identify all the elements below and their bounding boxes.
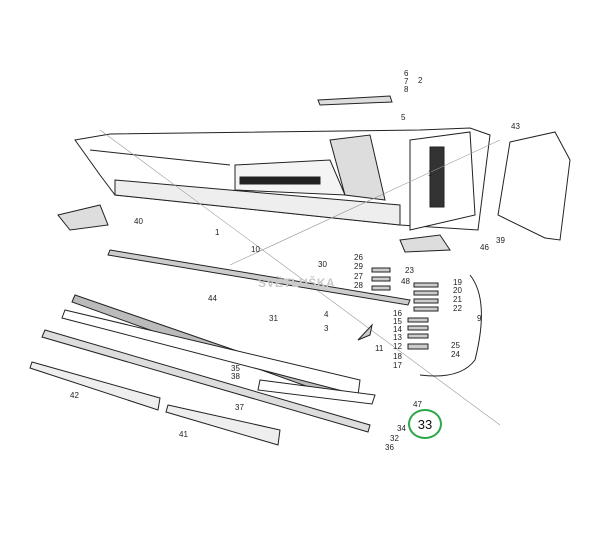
part-label: 7 <box>404 77 409 86</box>
lower-strip <box>41 329 371 433</box>
header-frame <box>74 127 501 426</box>
part-label: 5 <box>401 113 406 122</box>
part-label: 6 <box>404 69 409 78</box>
highlight-label: 33 <box>417 416 433 432</box>
highlighted-part-33[interactable]: 33 <box>408 409 442 439</box>
left-divider <box>57 204 109 231</box>
part-label: 29 <box>354 262 363 271</box>
part-label: 31 <box>269 314 278 323</box>
part-label: 2 <box>418 76 423 85</box>
part-label: 47 <box>413 400 422 409</box>
part-label: 19 <box>453 278 462 287</box>
knife-bar <box>107 249 411 306</box>
part-label: 30 <box>318 260 327 269</box>
part-label: 1 <box>428 169 433 178</box>
part-label: 8 <box>404 85 409 94</box>
part-label: 43 <box>511 122 520 131</box>
right-divider <box>399 234 451 253</box>
part-label: 32 <box>390 434 399 443</box>
part-label: 39 <box>496 236 505 245</box>
part-label: 1 <box>215 228 220 237</box>
part-label: 4 <box>324 310 329 319</box>
part-label: 3 <box>324 324 329 333</box>
part-label: 48 <box>401 277 410 286</box>
small-plates <box>371 267 439 350</box>
watermark: SVĚTLUŠKA <box>258 276 336 290</box>
tube <box>257 379 376 405</box>
part-label: 22 <box>453 304 462 313</box>
part-label: 12 <box>393 342 402 351</box>
part-label: 9 <box>477 314 482 323</box>
part-label: 11 <box>375 344 384 353</box>
part-label: 38 <box>231 372 240 381</box>
part-label: 42 <box>70 391 79 400</box>
part-label: 44 <box>208 294 217 303</box>
top-knife-part <box>317 95 393 106</box>
part-label: 18 <box>393 352 402 361</box>
part-label: 23 <box>405 266 414 275</box>
part-label: 14 <box>393 325 402 334</box>
part-label: 37 <box>235 403 244 412</box>
part-label: 25 <box>451 341 460 350</box>
side-shield <box>497 131 571 241</box>
part-label: 24 <box>451 350 460 359</box>
part-label: 13 <box>393 333 402 342</box>
part-label: 17 <box>393 361 402 370</box>
part-label: 15 <box>393 317 402 326</box>
part-label: 16 <box>393 309 402 318</box>
part-label: 26 <box>354 253 363 262</box>
part-label: 34 <box>397 424 406 433</box>
part-label: 40 <box>134 217 143 226</box>
part-label: 35 <box>231 364 240 373</box>
knife-section-11 <box>357 323 373 341</box>
part-label: 28 <box>354 281 363 290</box>
part-label: 41 <box>179 430 188 439</box>
skid-41 <box>165 404 281 446</box>
bracket-9 <box>419 274 482 377</box>
part-label: 46 <box>480 243 489 252</box>
part-label: 20 <box>453 286 462 295</box>
part-label: 36 <box>385 443 394 452</box>
part-label: 27 <box>354 272 363 281</box>
part-label: 21 <box>453 295 462 304</box>
skid-42 <box>29 361 161 411</box>
part-label: 10 <box>251 245 260 254</box>
